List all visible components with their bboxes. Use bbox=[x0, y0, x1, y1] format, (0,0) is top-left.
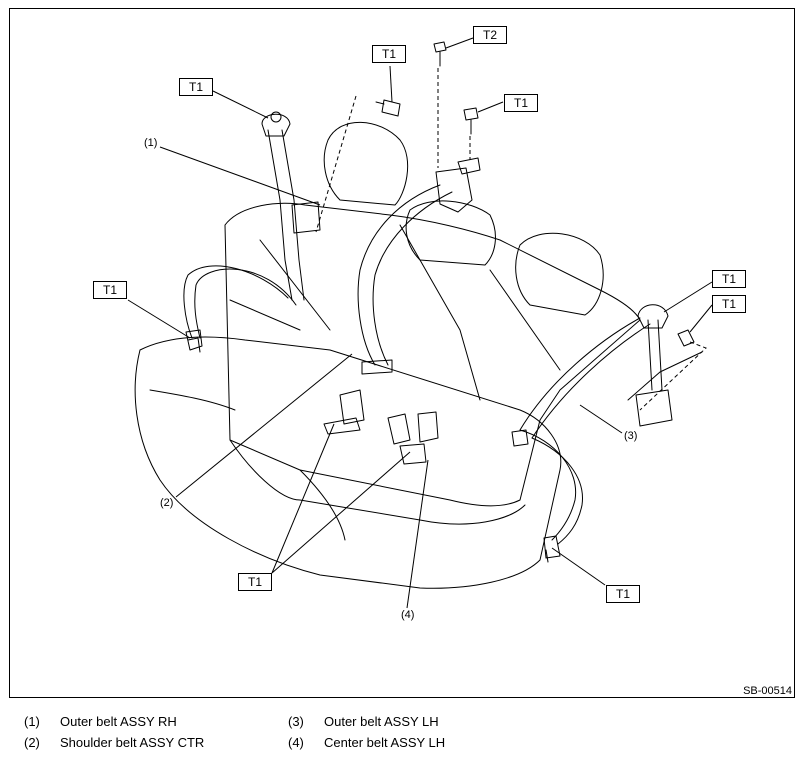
back-line-2 bbox=[399, 224, 481, 401]
belt-rh-strap-a bbox=[267, 129, 293, 301]
leader-t2 bbox=[445, 37, 474, 49]
belt-ctr-strap-a bbox=[357, 184, 441, 366]
bolt-t1-top-right bbox=[463, 107, 479, 135]
belt-rh-lap-b bbox=[194, 268, 297, 339]
leader-t1-left bbox=[127, 299, 191, 339]
belt-rh-lap bbox=[183, 265, 289, 339]
belt-lh-lap bbox=[519, 429, 577, 541]
seat-back bbox=[224, 202, 641, 507]
figure-id: SB-00514 bbox=[743, 685, 792, 697]
leader-t1-top-right bbox=[477, 101, 504, 113]
cushion-seam-3 bbox=[149, 389, 236, 411]
back-line-4 bbox=[229, 299, 301, 331]
tag-t2-top: T2 bbox=[473, 26, 507, 44]
belt-ctr-guide bbox=[361, 359, 393, 375]
leader-t1-bottom-right bbox=[551, 547, 606, 586]
cushion-seam-2 bbox=[299, 469, 346, 541]
leader-t1-bottom-b bbox=[271, 451, 411, 574]
cushion-seam-1 bbox=[229, 439, 526, 525]
headrest-left bbox=[515, 232, 604, 316]
belt-lh-retractor bbox=[635, 389, 673, 427]
legend-text: Outer belt ASSY RH bbox=[60, 714, 177, 729]
tag-t1-left: T1 bbox=[93, 281, 127, 299]
belt-lh-retractor-plate bbox=[627, 351, 703, 401]
tag-t1-top-mid: T1 bbox=[372, 45, 406, 63]
leader-t1-rh-top bbox=[212, 90, 269, 119]
back-line-3 bbox=[489, 269, 561, 371]
legend-text: Shoulder belt ASSY CTR bbox=[60, 735, 205, 750]
tag-t1-right-lower: T1 bbox=[712, 295, 746, 313]
belt-lh-lap-b bbox=[531, 437, 583, 545]
leader-t1-bottom-a bbox=[271, 423, 335, 574]
belt-lh-top-anchor bbox=[637, 304, 669, 329]
headrest-right bbox=[323, 121, 409, 206]
belt-ctr-buckle bbox=[339, 389, 365, 425]
belt-lh-lower-anchor bbox=[543, 535, 561, 559]
legend-number: (4) bbox=[288, 735, 304, 750]
callout-3: (3) bbox=[624, 430, 638, 442]
bolt-t1-rh-lower bbox=[187, 337, 201, 353]
callout-4: (4) bbox=[401, 609, 415, 621]
tag-t1-top-left: T1 bbox=[179, 78, 213, 96]
leader-1 bbox=[159, 146, 321, 206]
legend-number: (3) bbox=[288, 714, 304, 729]
leader-t1-top-mid bbox=[389, 65, 393, 103]
headrest-center bbox=[405, 200, 496, 266]
tag-t1-bottom-left: T1 bbox=[238, 573, 272, 591]
belt-lh-strap-b bbox=[531, 323, 651, 439]
legend-text: Outer belt ASSY LH bbox=[324, 714, 439, 729]
belt-ctr-retractor bbox=[435, 167, 473, 213]
bolt-t1-lh-upper bbox=[677, 329, 695, 347]
leader-4 bbox=[406, 459, 429, 609]
belt-ctr-strap-b bbox=[372, 191, 453, 366]
belt-lh-vertical-b bbox=[657, 319, 663, 391]
back-line-1 bbox=[259, 239, 331, 331]
belt-ctr-bracket bbox=[457, 157, 481, 175]
tag-t1-bottom-right: T1 bbox=[606, 585, 640, 603]
leader-2 bbox=[175, 353, 353, 498]
legend-number: (2) bbox=[24, 735, 40, 750]
belt-center-anchor bbox=[399, 443, 427, 465]
belt-lh-tongue bbox=[511, 429, 529, 447]
callout-2: (2) bbox=[160, 497, 174, 509]
seat-cushion bbox=[134, 336, 562, 589]
belt-rh-top-bolt bbox=[270, 111, 282, 123]
callout-1: (1) bbox=[144, 137, 158, 149]
figure-frame bbox=[9, 8, 795, 698]
dash-t1-lh-upper bbox=[639, 341, 707, 411]
legend-text: Center belt ASSY LH bbox=[324, 735, 446, 750]
bolt-t1-headrest bbox=[375, 99, 401, 117]
bolt-t1-lh-lower bbox=[545, 549, 549, 563]
belt-lh-strap-a bbox=[519, 317, 641, 431]
dash-t1-headrest bbox=[315, 95, 357, 233]
belt-rh-top-anchor bbox=[261, 113, 291, 137]
belt-rh-strap-b bbox=[281, 129, 305, 301]
leader-3 bbox=[579, 404, 623, 434]
bolt-t2 bbox=[433, 41, 447, 67]
belt-ctr-buckle-plate bbox=[323, 417, 361, 435]
belt-center-buckle-b bbox=[417, 411, 439, 443]
legend-number: (1) bbox=[24, 714, 40, 729]
belt-rh-lower-anchor bbox=[185, 329, 203, 351]
belt-lh-vertical-a bbox=[647, 319, 653, 391]
belt-rh-retractor bbox=[291, 201, 321, 234]
belt-center-buckle-a bbox=[387, 413, 411, 445]
tag-t1-right-upper: T1 bbox=[712, 270, 746, 288]
leader-t1-right-upper bbox=[663, 281, 713, 313]
tag-t1-top-right: T1 bbox=[504, 94, 538, 112]
leader-t1-right-lower bbox=[689, 304, 713, 333]
